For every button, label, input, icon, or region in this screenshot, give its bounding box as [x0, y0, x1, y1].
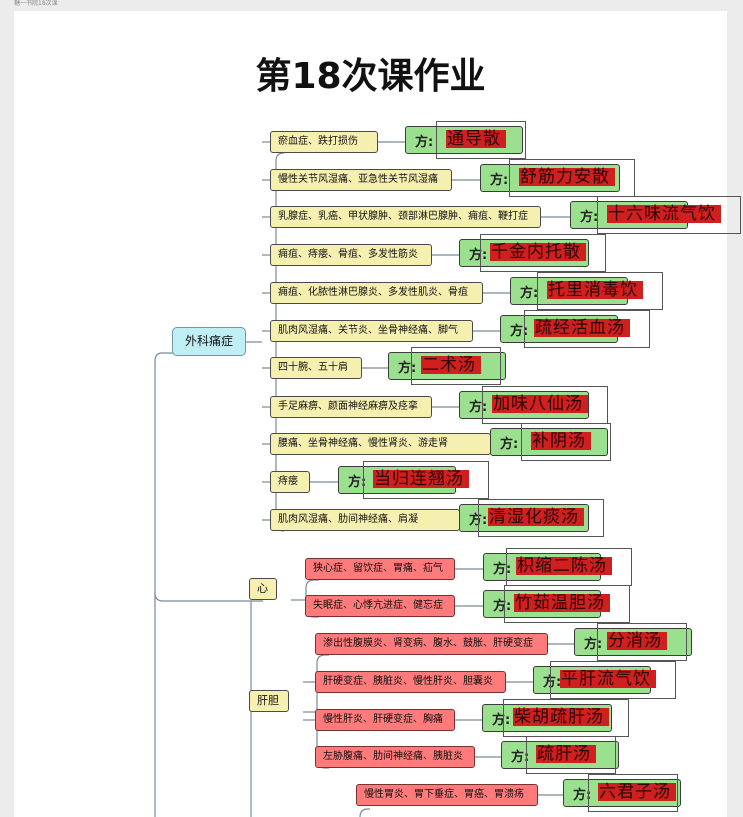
symptom-node[interactable]: 痈疽、化脓性淋巴腺炎、多发性肌炎、骨疽 [270, 282, 483, 304]
connector-line [154, 592, 263, 602]
formula-prefix-label: 方: [469, 513, 488, 528]
formula-answer-box[interactable]: 方:柴胡疏肝汤 [482, 699, 629, 737]
formula-answer-text: 当归连翘汤 [373, 470, 469, 488]
symptom-node[interactable]: 四十腕、五十肩 [270, 357, 362, 379]
formula-prefix-label: 方: [510, 324, 529, 339]
connector-line [359, 808, 370, 817]
formula-prefix-label: 方: [492, 713, 511, 728]
formula-prefix-label: 方: [469, 248, 488, 263]
formula-prefix-label: 方: [493, 599, 512, 614]
formula-prefix-label: 方: [511, 750, 530, 765]
symptom-node[interactable]: 肌肉风湿痛、肋间神经痛、肩凝 [270, 509, 460, 531]
symptom-node[interactable]: 慢性肝炎、肝硬变症、胸痛 [315, 709, 455, 731]
formula-answer-text: 清湿化痰汤 [488, 508, 584, 526]
symptom-node[interactable]: 痔瘘 [270, 471, 310, 493]
symptom-node[interactable]: 肝硬变症、胰脏炎、慢性肝炎、胆囊炎 [315, 671, 506, 693]
formula-prefix-label: 方: [490, 173, 509, 188]
symptom-node[interactable]: 渗出性腹膜炎、肾变病、腹水、鼓胀、肝硬变症 [315, 633, 548, 655]
formula-prefix-label: 方: [584, 637, 603, 652]
formula-prefix-label: 方: [580, 210, 599, 225]
formula-answer-text: 舒筋力安散 [519, 168, 615, 186]
symptom-node[interactable]: 手足麻痹、颜面神经麻痹及痉挛 [270, 396, 432, 418]
formula-prefix-label: 方: [348, 475, 367, 490]
formula-answer-text: 平肝流气饮 [560, 670, 656, 688]
formula-answer-text: 托里消毒饮 [547, 281, 643, 299]
formula-answer-box[interactable]: 方: 六君子汤 [563, 774, 681, 812]
formula-answer-box[interactable]: 方:竹茹温胆汤 [483, 585, 630, 623]
formula-answer-box[interactable]: 方: 舒筋力安散 [480, 159, 635, 197]
symptom-node[interactable]: 失眠症、心悸亢进症、健忘症 [305, 595, 455, 617]
formula-prefix-label: 方: [573, 788, 592, 803]
formula-prefix-label: 方: [469, 400, 488, 415]
formula-answer-box[interactable]: 方: 疏肝汤 [501, 736, 619, 774]
formula-answer-text: 枳缩二陈汤 [516, 557, 612, 575]
formula-answer-text: 分消汤 [607, 632, 667, 650]
formula-answer-text: 通导散 [446, 130, 506, 148]
formula-answer-box[interactable]: 方:平肝流气饮 [533, 661, 676, 699]
formula-answer-box[interactable]: 方: 补阴汤 [490, 423, 611, 461]
symptom-node[interactable]: 痈疽、痔瘘、骨疽、多发性筋炎 [270, 244, 432, 266]
document-tab-title: 糖一书院18次课 [14, 0, 58, 7]
formula-answer-box[interactable]: 方: 分消汤 [574, 623, 692, 661]
formula-answer-box[interactable]: 方: 二术汤 [388, 347, 506, 385]
symptom-node[interactable]: 慢性胃炎、胃下垂症、胃癌、胃溃疡 [356, 784, 538, 806]
formula-answer-box[interactable]: 方: 疏经活血汤 [500, 310, 650, 348]
formula-answer-text: 疏经活血汤 [534, 319, 630, 337]
mindmap-canvas: 第18次课作业 外科痛症瘀血症、跌打损伤方:通导散慢性关节风湿痛、亚急性关节风湿… [14, 11, 741, 817]
formula-answer-text: 疏肝汤 [536, 745, 596, 763]
symptom-node[interactable]: 腰痛、坐骨神经痛、慢性肾炎、游走肾 [270, 433, 491, 455]
symptom-node[interactable]: 瘀血症、跌打损伤 [270, 131, 378, 153]
formula-prefix-label: 方: [500, 437, 519, 452]
root-topic[interactable]: 外科痛症 [172, 327, 247, 356]
formula-prefix-label: 方: [543, 675, 562, 690]
formula-prefix-label: 方: [493, 562, 512, 577]
formula-prefix-label: 方: [520, 286, 539, 301]
formula-answer-box[interactable]: 方:清湿化痰汤 [459, 499, 604, 537]
formula-answer-text: 千金内托散 [490, 243, 586, 261]
symptom-node[interactable]: 狭心症、留饮症、胃痛、疝气 [305, 558, 455, 580]
formula-answer-text: 补阴汤 [531, 432, 591, 450]
formula-answer-box[interactable]: 方: 加味八仙汤 [459, 386, 608, 424]
symptom-node[interactable]: 乳腺症、乳癌、甲状腺肿、颈部淋巴腺肿、痈疽、鞭打症 [270, 206, 541, 228]
formula-answer-text: 六君子汤 [598, 783, 676, 801]
symptom-node[interactable]: 肌肉风湿痛、关节炎、坐骨神经痛、脚气 [270, 320, 473, 342]
formula-answer-text: 十六味流气饮 [607, 205, 721, 223]
formula-answer-text: 竹茹温胆汤 [514, 594, 610, 612]
formula-prefix-label: 方: [398, 361, 417, 376]
formula-answer-text: 柴胡疏肝汤 [513, 708, 609, 726]
group-node-heart[interactable]: 心 [249, 578, 277, 600]
formula-answer-box[interactable]: 方: 托里消毒饮 [510, 272, 663, 310]
formula-answer-box[interactable]: 方: 十六味流气饮 [570, 196, 741, 234]
symptom-node[interactable]: 左胁腹痛、肋间神经痛、胰脏炎 [315, 746, 475, 768]
formula-answer-text: 加味八仙汤 [492, 395, 588, 413]
formula-prefix-label: 方: [415, 135, 434, 150]
page-title: 第18次课作业 [255, 56, 486, 97]
formula-answer-box[interactable]: 方: 枳缩二陈汤 [483, 548, 632, 586]
formula-answer-box[interactable]: 方: 当归连翘汤 [338, 461, 489, 499]
symptom-node[interactable]: 慢性关节风湿痛、亚急性关节风湿痛 [270, 169, 452, 191]
formula-answer-box[interactable]: 方:千金内托散 [459, 234, 606, 272]
connector-line [154, 352, 186, 817]
formula-answer-box[interactable]: 方: 通导散 [405, 121, 526, 159]
group-node-liver-gallbladder[interactable]: 肝胆 [249, 690, 289, 712]
formula-answer-text: 二术汤 [421, 356, 481, 374]
